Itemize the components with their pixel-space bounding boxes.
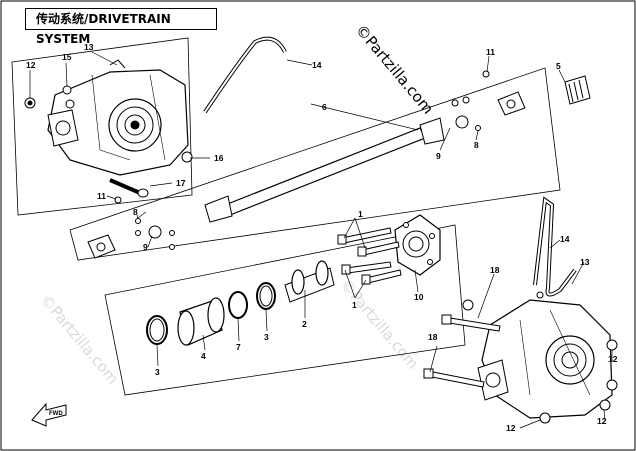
callout-18-a: 18 [490, 265, 500, 275]
callout-14-a: 14 [312, 60, 322, 70]
callout-9-a: 9 [143, 242, 148, 252]
fwd-label: FWD [49, 411, 63, 417]
callout-4: 4 [201, 351, 206, 361]
coupling-group-box [104, 224, 466, 396]
callout-8-a: 8 [133, 207, 138, 217]
callout-12-c: 12 [608, 354, 618, 364]
bolts-part-1 [337, 227, 402, 285]
callout-11-a: 11 [97, 191, 106, 201]
callout-13-b: 13 [580, 257, 590, 267]
coupling-parts [146, 260, 335, 346]
callout-6: 6 [322, 102, 327, 112]
breather-hose-front [203, 36, 287, 114]
callout-16-a: 16 [214, 153, 224, 163]
callout-11-b: 11 [486, 47, 495, 57]
callout-1-a: 1 [358, 209, 363, 219]
callout-15: 15 [62, 52, 72, 62]
callout-10: 10 [414, 292, 424, 302]
callout-2: 2 [302, 319, 307, 329]
callout-1-b: 1 [352, 300, 357, 310]
front-diff-group-box [11, 37, 193, 216]
breather-hose-rear-inner [534, 198, 576, 296]
rear-differential [462, 291, 618, 424]
watermark-1: ©Partzilla.com [37, 291, 122, 388]
callout-17: 17 [176, 178, 186, 188]
diagram-title: 传动系统/DRIVETRAIN SYSTEM [25, 8, 217, 46]
driveshaft-group-box [69, 67, 561, 261]
leader-lines [29, 51, 613, 429]
boot-part-5 [564, 75, 591, 105]
callout-3-a: 3 [264, 332, 269, 342]
watermark-2: ©Partzilla.com [337, 276, 422, 373]
propeller-shaft [87, 91, 526, 259]
watermark-3: ©Partzilla.com [352, 21, 437, 118]
callout-12-a: 12 [26, 60, 36, 70]
front-differential [24, 59, 193, 198]
long-bolts-part-18 [423, 314, 501, 388]
callout-9-b: 9 [436, 151, 441, 161]
flange-part-10 [394, 214, 441, 276]
callout-labels: 12 15 13 14 6 16 17 11 9 8 1 1 10 2 3 7 … [26, 42, 618, 433]
callout-13-a: 13 [84, 42, 94, 52]
callout-14-b: 14 [560, 234, 570, 244]
callout-8-b: 8 [474, 140, 479, 150]
fwd-arrow: FWD [31, 402, 67, 427]
callout-5: 5 [556, 61, 561, 71]
callout-18-b: 18 [428, 332, 438, 342]
small-hardware [114, 70, 490, 250]
callout-7: 7 [236, 342, 241, 352]
breather-hose-front-inner [204, 37, 286, 113]
group-outlines [11, 37, 561, 396]
callout-12-b: 12 [506, 423, 516, 433]
breather-hose-rear [533, 196, 577, 297]
callout-12-d: 12 [597, 416, 607, 426]
callout-3-b: 3 [155, 367, 160, 377]
